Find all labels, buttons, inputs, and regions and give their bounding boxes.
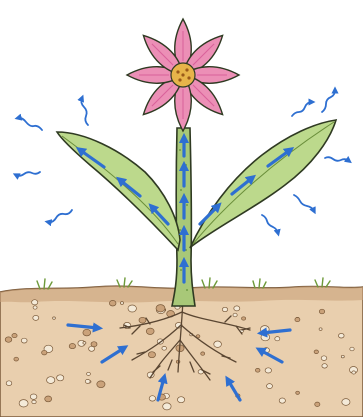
soil-pebble	[33, 315, 39, 320]
soil-pebble	[341, 355, 344, 358]
soil-pebble	[32, 300, 38, 305]
soil-pebble	[275, 337, 280, 341]
soil-pebble	[57, 375, 64, 381]
soil-pebble	[30, 394, 37, 399]
soil-pebble	[42, 350, 47, 355]
soil-pebble	[321, 356, 327, 361]
soil-pebble	[279, 398, 285, 403]
soil-pebble	[87, 372, 91, 375]
soil-pebble	[89, 346, 95, 351]
soil-pebble	[148, 352, 155, 358]
soil-pebble	[149, 396, 155, 401]
soil-pebble	[201, 352, 205, 355]
soil-pebble	[21, 338, 27, 343]
soil-pebble	[162, 346, 167, 350]
soil-pebble	[139, 317, 146, 323]
soil-pebble	[83, 342, 86, 345]
soil-pebble	[163, 403, 171, 410]
soil-pebble	[19, 400, 28, 407]
soil-pebble	[339, 333, 345, 338]
soil-pebble	[352, 371, 356, 374]
soil-pebble	[342, 399, 350, 406]
flower	[127, 19, 239, 131]
soil-pebble	[53, 317, 56, 319]
soil-pebble	[120, 302, 123, 305]
soil-pebble	[6, 381, 12, 386]
soil-pebble	[315, 402, 320, 406]
soil-pebble	[214, 341, 222, 347]
soil-pebble	[33, 306, 37, 309]
soil-pebble	[85, 379, 90, 383]
soil-pebble	[319, 328, 322, 331]
soil-pebble	[242, 317, 246, 320]
soil-pebble	[14, 357, 19, 361]
soil-pebble	[156, 305, 165, 312]
soil-pebble	[91, 342, 97, 347]
soil-pebble	[265, 368, 271, 373]
soil-pebble	[83, 329, 91, 336]
soil-pebble	[97, 381, 105, 388]
soil-pebble	[222, 307, 227, 311]
soil-pebble	[261, 334, 270, 341]
soil-pebble	[69, 344, 75, 349]
soil-pebble	[128, 305, 136, 312]
soil-pebble	[319, 309, 324, 314]
soil-pebble	[314, 350, 318, 354]
soil-pebble	[234, 306, 240, 311]
soil-pebble	[32, 400, 36, 404]
soil-pebble	[296, 391, 300, 394]
soil-pebble	[47, 377, 55, 384]
soil-pebble	[12, 334, 17, 338]
soil-pebble	[5, 337, 12, 342]
soil-pebble	[109, 300, 116, 306]
soil-pebble	[350, 347, 354, 351]
soil-pebble	[45, 396, 52, 402]
soil-pebble	[255, 368, 260, 372]
soil-pebble	[322, 364, 327, 368]
soil-pebble	[178, 397, 185, 403]
soil-pebble	[146, 328, 154, 334]
soil-pebble	[267, 384, 273, 389]
soil-pebble	[233, 313, 237, 317]
soil-pebble	[295, 318, 300, 322]
